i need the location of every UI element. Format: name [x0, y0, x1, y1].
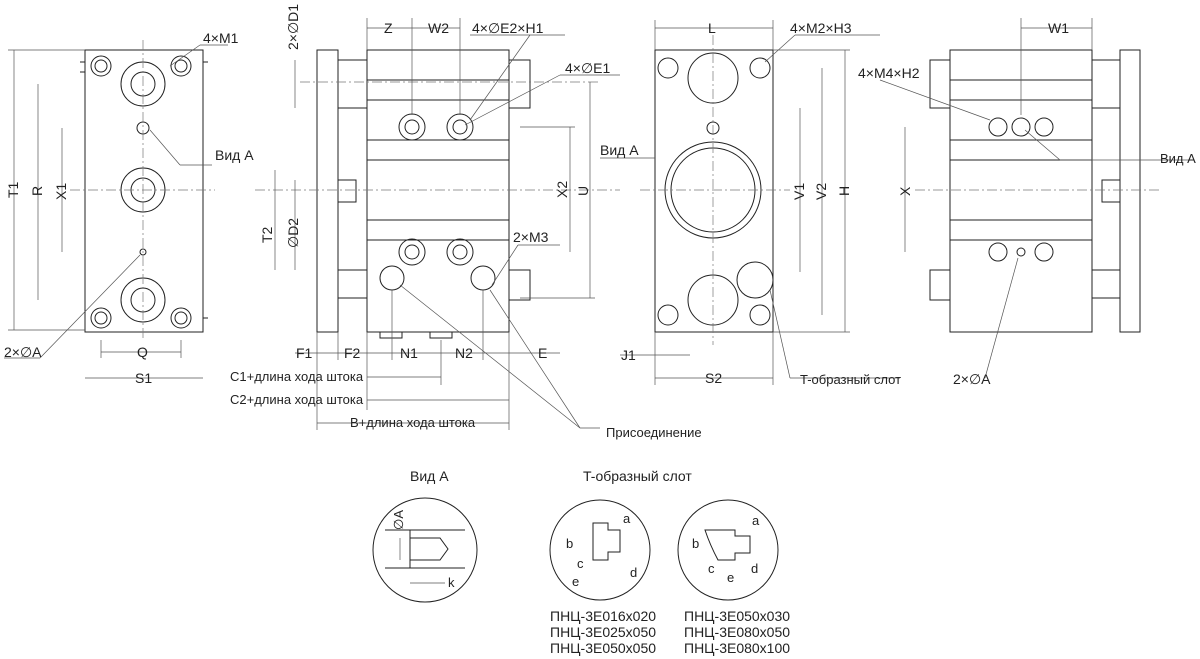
- label-2xa-back: 2×∅A: [953, 371, 991, 387]
- slot1-e: e: [572, 574, 579, 589]
- label-z: Z: [384, 20, 393, 36]
- label-view-a-end: Вид А: [600, 142, 639, 158]
- label-x: X: [897, 186, 913, 196]
- label-u: U: [575, 186, 591, 196]
- model-right-3: ПНЦ-3E080x100: [684, 640, 790, 656]
- front-view: 2×∅D1 Z W2 4×∅E2×H1 4×∅E1 X2 U T2 ∅D2 2×…: [230, 4, 702, 440]
- label-c1: C1+длина хода штока: [230, 369, 364, 384]
- label-d2: ∅D2: [285, 218, 301, 248]
- label-e2h1: 4×∅E2×H1: [472, 20, 544, 36]
- label-x1: X1: [53, 183, 69, 200]
- label-v2: V2: [813, 183, 829, 200]
- slot2-b: b: [692, 536, 699, 551]
- label-h: H: [836, 186, 852, 196]
- end-view: L 4×M2×H3 Вид А V1 V2 H J1 S2 T-образный…: [600, 20, 901, 387]
- label-w1: W1: [1048, 20, 1069, 36]
- slot1-b: b: [566, 536, 573, 551]
- label-tslot: T-образный слот: [800, 372, 901, 387]
- label-s1: S1: [135, 370, 152, 386]
- label-4xm1: 4×M1: [203, 30, 239, 46]
- label-view-a: Вид А: [215, 147, 254, 163]
- label-m2h3: 4×M2×H3: [790, 20, 852, 36]
- label-n2: N2: [455, 345, 473, 361]
- label-view-a-back: Вид А: [1160, 151, 1196, 166]
- label-m4h2: 4×M4×H2: [858, 65, 920, 81]
- side-body: [84, 49, 204, 333]
- slot2-e: e: [727, 570, 734, 585]
- label-f1: F1: [296, 345, 313, 361]
- model-left-2: ПНЦ-3E025x050: [550, 624, 656, 640]
- label-j1: J1: [621, 347, 636, 363]
- model-right-1: ПНЦ-3E050x030: [684, 608, 790, 624]
- label-l: L: [708, 20, 716, 36]
- label-2xa: 2×∅A: [4, 344, 42, 360]
- label-e1: 4×∅E1: [565, 60, 610, 76]
- detail-a-label-k: k: [448, 575, 455, 590]
- label-v1: V1: [791, 183, 807, 200]
- label-w2: W2: [428, 20, 449, 36]
- back-view: W1 4×M4×H2 Вид А X 2×∅A: [858, 18, 1196, 387]
- slot1-d: d: [630, 565, 637, 580]
- detail-a-title: Вид А: [410, 468, 449, 484]
- label-q: Q: [137, 344, 148, 360]
- label-e: E: [538, 345, 547, 361]
- slot2-d: d: [751, 561, 758, 576]
- detail-view-a: Вид А ∅A k: [372, 468, 478, 603]
- model-left-3: ПНЦ-3E050x050: [550, 640, 656, 656]
- label-port: Присоединение: [606, 425, 702, 440]
- label-c2: C2+длина хода штока: [230, 392, 364, 407]
- slot1-a: a: [623, 511, 631, 526]
- label-n1: N1: [400, 345, 418, 361]
- label-2xd1: 2×∅D1: [285, 4, 301, 50]
- tslot-title: T-образный слот: [583, 468, 692, 484]
- label-r: R: [29, 186, 45, 196]
- label-t1: T1: [5, 181, 21, 198]
- slot2-a: a: [752, 513, 760, 528]
- slot2-c: c: [708, 561, 715, 576]
- label-b: B+длина хода штока: [350, 415, 476, 430]
- label-t2: T2: [259, 226, 275, 243]
- label-f2: F2: [344, 345, 361, 361]
- detail-a-label-a: ∅A: [391, 510, 406, 530]
- model-left-1: ПНЦ-3E016x020: [550, 608, 656, 624]
- label-x2: X2: [554, 181, 570, 198]
- model-right-2: ПНЦ-3E080x050: [684, 624, 790, 640]
- detail-t-slot: T-образный слот a b c d e a b c d e ПНЦ-…: [549, 468, 790, 656]
- slot1-c: c: [577, 556, 584, 571]
- label-s2: S2: [705, 370, 722, 386]
- label-2xm3: 2×M3: [513, 229, 549, 245]
- side-view: 4×M1 T1 R X1 Вид А 2×∅A Q S1: [4, 30, 254, 386]
